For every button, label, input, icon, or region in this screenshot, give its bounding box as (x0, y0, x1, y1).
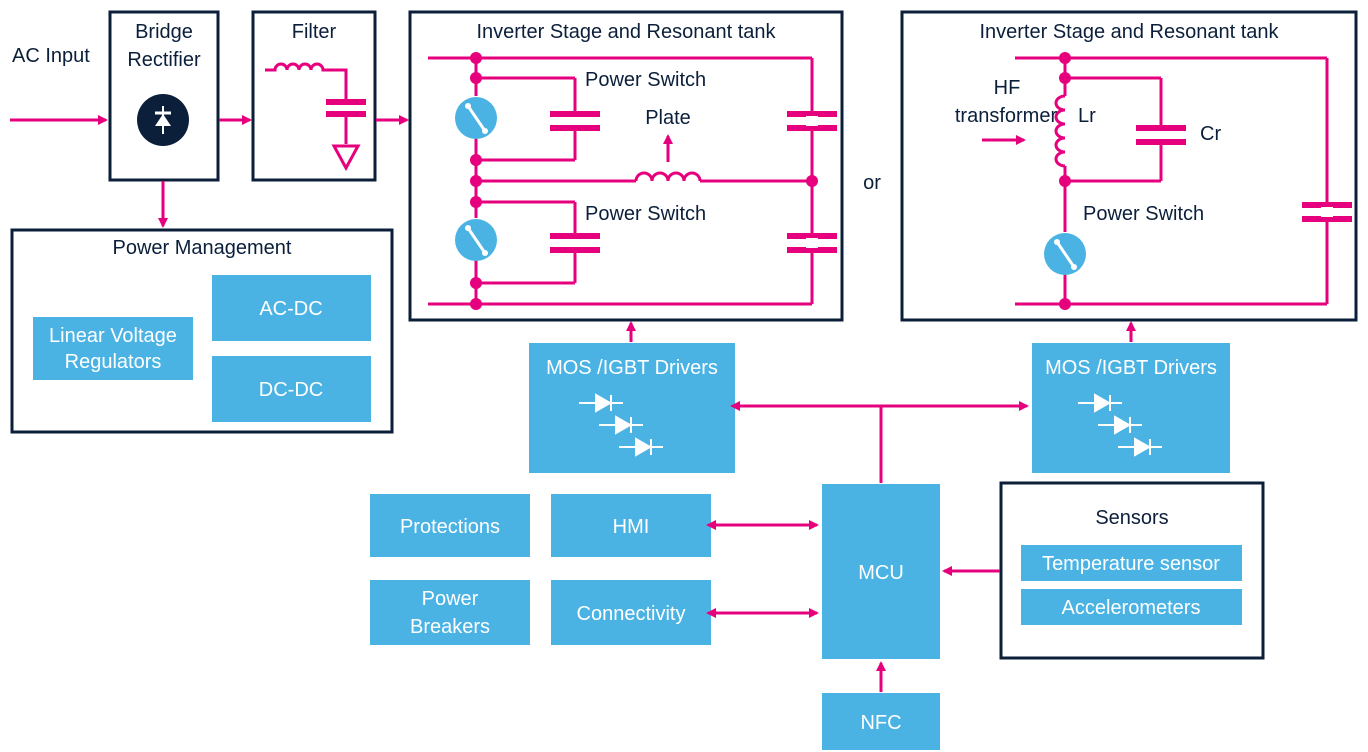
plate-coil-icon (634, 171, 702, 182)
hmi-box (551, 494, 711, 557)
power-switch-bottom-label: Power Switch (585, 203, 706, 225)
temperature-sensor-label: Temperature sensor (1042, 553, 1220, 575)
ac-dc-box (212, 275, 371, 341)
filter-block: Filter (251, 10, 377, 182)
power-switch-icon (455, 96, 497, 139)
ground-icon (331, 144, 361, 172)
bridge-rectifier-block: Bridge Rectifier (108, 10, 220, 182)
plate-label: Plate (645, 107, 691, 129)
connectivity-box (551, 580, 711, 645)
protections-box (370, 494, 530, 557)
drivers-left-block: MOS /IGBT Drivers (529, 343, 735, 473)
lr-label: Lr (1078, 105, 1096, 127)
hmi-label: HMI (613, 516, 650, 538)
mcu-box (822, 484, 940, 659)
protections-label: Protections (400, 516, 500, 538)
inverter1-title: Inverter Stage and Resonant tank (476, 21, 776, 43)
driver-diode-icon (1078, 393, 1162, 457)
connectivity-label: Connectivity (577, 603, 686, 625)
cr-label: Cr (1200, 123, 1221, 145)
nfc-label: NFC (860, 712, 901, 734)
power-switch-2-label: Power Switch (1083, 203, 1204, 225)
linear-regulators-box (33, 317, 193, 380)
bridge-label-line2: Rectifier (127, 49, 201, 71)
power-management-block: Power Management Linear Voltage Regulato… (10, 228, 394, 434)
accelerometers-box (1021, 589, 1242, 625)
power-breakers-line2: Breakers (410, 616, 490, 638)
driver-diode-icon (579, 393, 663, 457)
dc-dc-box (212, 356, 371, 422)
bridge-label-line1: Bridge (135, 21, 193, 43)
power-breakers-line1: Power (422, 588, 479, 610)
accelerometers-label: Accelerometers (1062, 597, 1201, 619)
power-breakers-box (370, 580, 530, 645)
mcu-label: MCU (858, 562, 904, 584)
power-switch-icon (455, 218, 497, 261)
sensors-title: Sensors (1095, 507, 1168, 529)
inductor-icon (265, 62, 348, 100)
dc-dc-label: DC-DC (259, 379, 323, 401)
or-label: or (863, 172, 881, 194)
temperature-sensor-box (1021, 545, 1242, 581)
linear-regulators-line1: Linear Voltage (49, 325, 177, 347)
nfc-box (822, 693, 940, 750)
filter-label: Filter (292, 21, 337, 43)
inverter-stage-half-bridge: Inverter Stage and Resonant tank (408, 10, 844, 322)
drivers-right-block: MOS /IGBT Drivers (1032, 343, 1230, 473)
inverter2-title: Inverter Stage and Resonant tank (979, 21, 1279, 43)
power-switch-icon (1044, 232, 1086, 275)
ac-input-label: AC Input (12, 45, 90, 67)
hf-label-line2: transformer (955, 105, 1058, 127)
resonant-inductor-icon (1054, 94, 1066, 168)
hf-label-line1: HF (994, 77, 1021, 99)
drivers-right-label: MOS /IGBT Drivers (1045, 357, 1217, 379)
inverter-stage-quasi-resonant: Inverter Stage and Resonant tank HF tran… (900, 10, 1358, 322)
linear-regulators-line2: Regulators (65, 351, 162, 373)
ac-dc-label: AC-DC (259, 298, 322, 320)
drivers-left-label: MOS /IGBT Drivers (546, 357, 718, 379)
power-switch-top-label: Power Switch (585, 69, 706, 91)
sensors-block: Sensors Temperature sensor Accelerometer… (999, 481, 1265, 660)
power-management-title: Power Management (113, 237, 292, 259)
